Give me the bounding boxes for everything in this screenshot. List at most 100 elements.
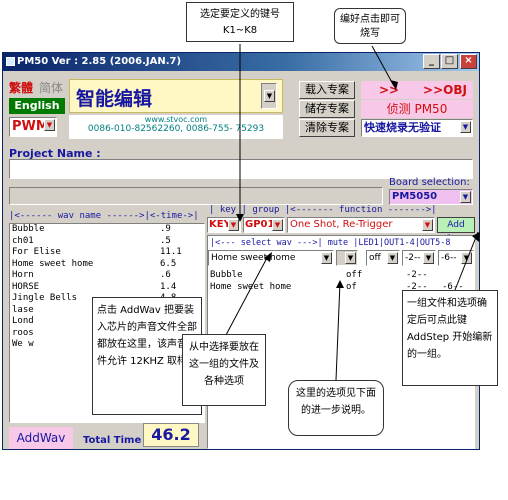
callout-select-wav: 从中选择要放在这一组的文件及各种选项 — [182, 334, 266, 406]
chevron-down-icon[interactable]: ▼ — [423, 252, 434, 264]
step-row-out14: -2-- — [406, 270, 428, 280]
step-row-mute: off — [346, 270, 363, 280]
chevron-down-icon[interactable]: ▼ — [460, 191, 471, 203]
app-title: 智能编辑 — [76, 88, 153, 110]
step-row[interactable]: Home sweet home of -2-- -6-- — [210, 282, 470, 294]
project-name-input[interactable] — [9, 159, 473, 179]
arrow-head-icon — [336, 280, 344, 288]
wav-item-time: 1.4 — [160, 281, 177, 292]
chevron-down-icon[interactable]: ▼ — [264, 90, 275, 102]
step-row-out58: -6-- — [442, 282, 464, 292]
function-select[interactable]: One Shot, Re-Trigger ▼ — [287, 217, 435, 233]
wav-item-name: Home sweet home — [12, 258, 94, 269]
led-value: off — [369, 253, 381, 263]
wav-list-item[interactable]: For Elise 11.1 — [10, 247, 204, 259]
callout-define-key: 选定要定义的键号 K1~K8 — [186, 2, 294, 42]
status-bar — [9, 187, 383, 205]
wav-select-value: Home sweet home — [211, 253, 296, 263]
callout-burn: 编好点击即可烧写 — [334, 8, 406, 44]
callout-options: 这里的选项见下面的进一步说明。 — [288, 380, 384, 436]
addwav-button[interactable]: AddWav — [9, 427, 73, 449]
chevron-down-icon[interactable]: ▼ — [44, 119, 55, 131]
chevron-down-icon[interactable]: ▼ — [461, 252, 472, 264]
arrow-head-icon — [390, 80, 398, 90]
simp-chinese-button[interactable]: 简体 — [39, 81, 64, 95]
arrow-select-wav — [225, 255, 269, 336]
function-value: One Shot, Re-Trigger — [290, 219, 393, 230]
burn-mode-select[interactable]: 快速烧录无验证 ▼ — [361, 119, 473, 137]
chevron-down-icon[interactable]: ▼ — [387, 252, 398, 264]
step-row-out14: -2-- — [406, 282, 428, 292]
key-select[interactable]: KEY1 ▼ — [207, 217, 241, 233]
step-rows: Bubble off -2-- Home sweet home of -2-- … — [210, 270, 470, 294]
window-title: PM50 Ver : 2.85 (2006.JAN.7) — [17, 56, 182, 67]
mute-toggle[interactable]: ▼ — [336, 250, 358, 266]
chevron-down-icon[interactable]: ▼ — [321, 252, 332, 264]
step-header: | key | group |<------- function -------… — [209, 205, 437, 215]
detect-pm50-button[interactable]: 侦测 PM50 — [361, 100, 473, 118]
arrow-head-icon — [472, 232, 480, 242]
step-row-mute: of — [346, 282, 357, 292]
wav-item-name: Bubble — [12, 224, 45, 234]
chevron-down-icon[interactable]: ▼ — [422, 219, 433, 231]
english-button[interactable]: English — [9, 98, 65, 114]
step-row[interactable]: Bubble off -2-- — [210, 270, 470, 282]
pm50-window: PM50 Ver : 2.85 (2006.JAN.7) _ □ × 繁體 简体… — [2, 52, 480, 450]
arrow-options — [335, 281, 341, 381]
chevron-down-icon[interactable]: ▼ — [272, 219, 283, 231]
chevron-down-icon[interactable]: ▼ — [345, 252, 356, 264]
out14-value: -2-- — [405, 253, 421, 263]
load-project-button[interactable]: 载入专案 — [299, 81, 355, 99]
trad-chinese-button[interactable]: 繁體 — [9, 81, 34, 95]
board-select[interactable]: PM5050 ▼ — [389, 189, 473, 205]
wav-item-name: Horn — [12, 270, 34, 280]
wav-list-item[interactable]: HORSE 1.4 — [10, 282, 204, 294]
arrow-addstep — [454, 231, 479, 291]
out58-select[interactable]: -6-- ▼ — [438, 250, 474, 266]
app-icon — [6, 57, 15, 66]
clear-project-button[interactable]: 清除专案 — [299, 119, 355, 137]
wav-list-item[interactable]: Horn .6 — [10, 270, 204, 282]
to-obj-button[interactable]: >>OBJ — [417, 81, 473, 99]
out58-value: -6-- — [441, 253, 457, 263]
group-select[interactable]: GP01 ▼ — [243, 217, 285, 233]
website: www.stvoc.com — [144, 115, 208, 124]
maximize-button[interactable]: □ — [441, 54, 458, 69]
wav-item-time: .6 — [160, 270, 171, 280]
title-bar: PM50 Ver : 2.85 (2006.JAN.7) _ □ × — [3, 53, 479, 71]
wav-item-name: lase — [12, 304, 34, 315]
wav-item-name: HORSE — [12, 281, 40, 292]
select-wav-header: |<--- select wav --->| mute |LED1|OUT1-4… — [210, 238, 451, 248]
title-banner: 智能编辑 — [69, 79, 283, 113]
contact-panel: www.stvoc.com 0086-010-82562260, 0086-75… — [69, 115, 283, 139]
pwm-select[interactable]: PWM ▼ — [9, 117, 57, 137]
title-scroll[interactable]: ▼ — [261, 83, 277, 109]
wav-item-time: .5 — [160, 235, 171, 246]
group-value: GP01 — [245, 219, 275, 230]
wav-select[interactable]: Home sweet home ▼ — [208, 250, 334, 266]
wav-item-time: 6.5 — [160, 258, 177, 269]
wav-list-item[interactable]: ch01.5 — [10, 236, 204, 248]
chevron-down-icon[interactable]: ▼ — [460, 121, 471, 133]
key-value: KEY1 — [209, 219, 238, 230]
save-project-button[interactable]: 储存专案 — [299, 100, 355, 118]
wav-item-time: .9 — [160, 224, 171, 234]
chevron-down-icon[interactable]: ▼ — [228, 219, 239, 231]
phones: 0086-010-82562260, 0086-755- 75293 — [87, 124, 265, 134]
wav-list-header: |<------ wav name ------>|<-time->| — [9, 211, 199, 221]
wav-list-item[interactable]: Bubble .9 — [10, 224, 204, 236]
out14-select[interactable]: -2-- ▼ — [402, 250, 436, 266]
language-group: 繁體 简体 — [9, 79, 65, 97]
wav-list-item[interactable]: Home sweet home 6.5 — [10, 259, 204, 271]
wav-item-time: 11.1 — [160, 247, 182, 257]
pwm-value: PWM — [12, 119, 49, 134]
close-button[interactable]: × — [460, 54, 477, 69]
callout-addstep: 一组文件和选项确定后可点此键 AddStep 开始编新的一组。 — [402, 290, 498, 386]
total-time-label: Total Time : — [83, 435, 149, 446]
arrow-head-icon — [236, 214, 244, 222]
led-select[interactable]: off ▼ — [366, 250, 400, 266]
board-value: PM5050 — [392, 191, 438, 202]
minimize-button[interactable]: _ — [423, 54, 440, 69]
wav-item-name: For Elise — [12, 247, 61, 257]
wav-item-name: We w — [12, 339, 34, 349]
